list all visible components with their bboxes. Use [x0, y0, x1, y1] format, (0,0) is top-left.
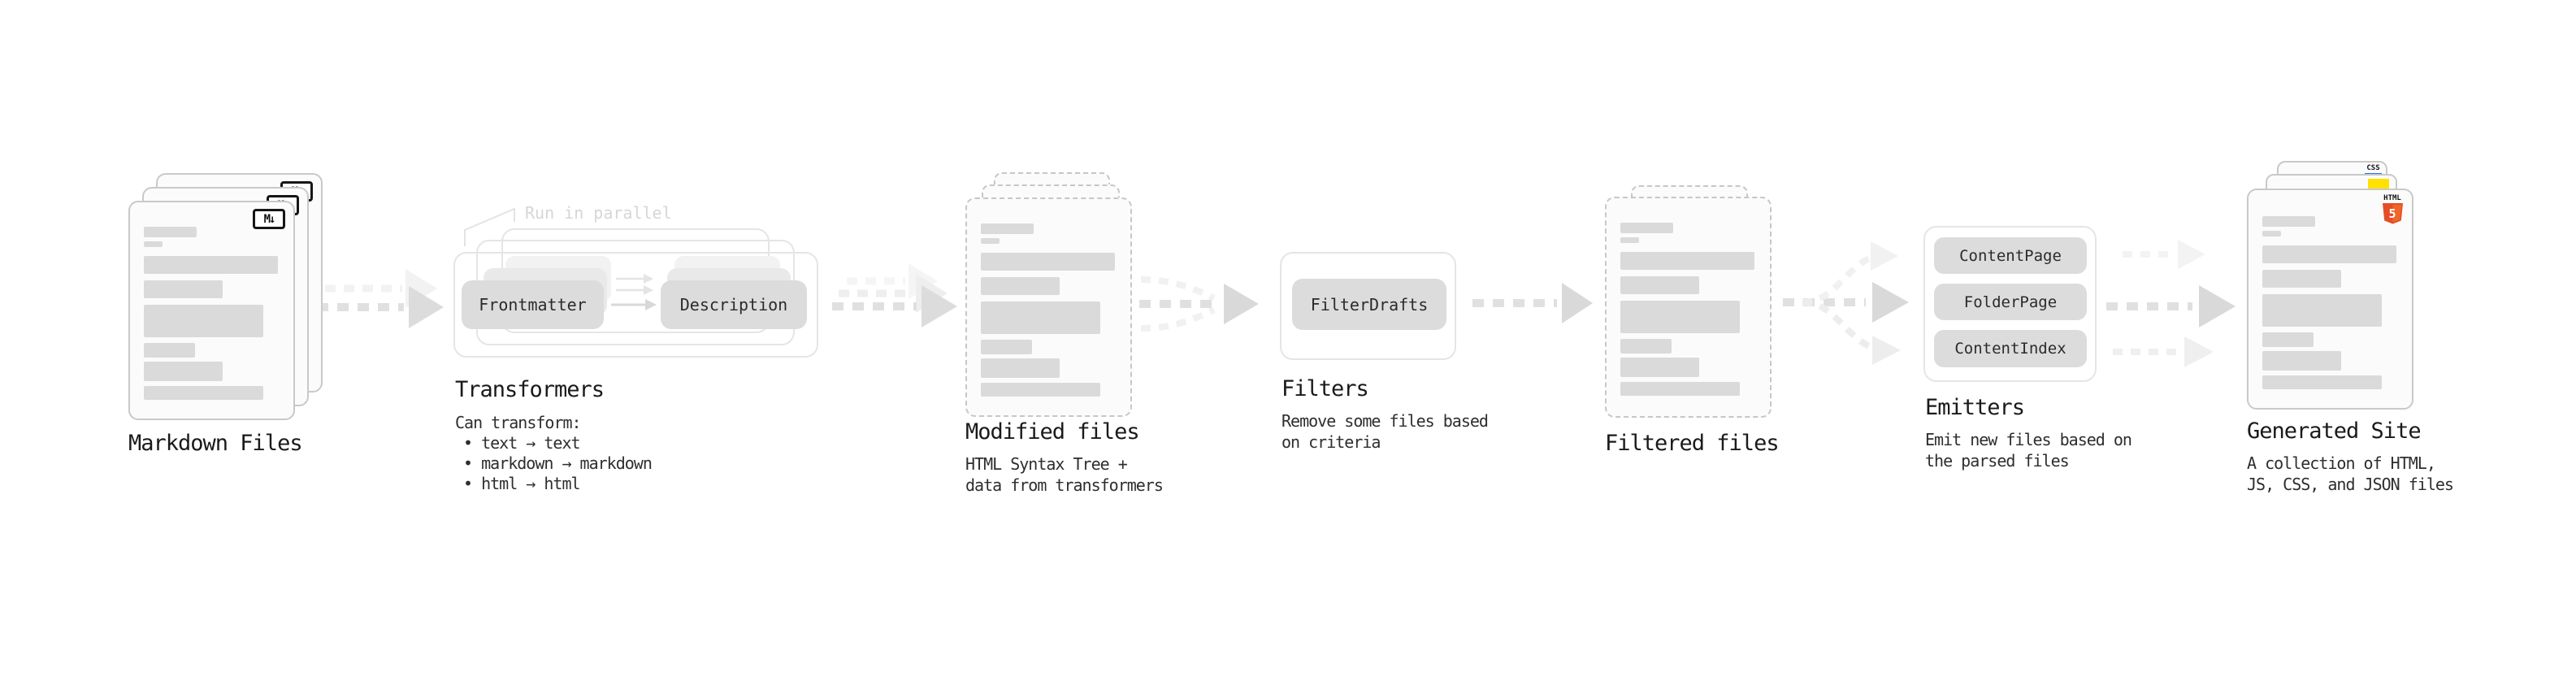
transformer-chip-description: Description: [661, 280, 807, 329]
filters-desc: Remove some files based: [1281, 411, 1489, 431]
stage-title-modified-files: Modified files: [965, 419, 1140, 445]
filters-box: [1280, 252, 1456, 360]
text-placeholder-bar: [1620, 276, 1699, 294]
text-placeholder-bar: [2262, 375, 2382, 389]
text-placeholder-bar: [144, 241, 163, 247]
modified-files-desc: HTML Syntax Tree +: [965, 454, 1128, 474]
text-placeholder-bar: [981, 223, 1034, 234]
html5-icon-number: 5: [2388, 206, 2396, 221]
generated-site-desc: JS, CSS, and JSON files: [2247, 475, 2454, 494]
markdown-icon: M↓: [253, 209, 285, 229]
arrow-modified-to-filters: [1139, 276, 1259, 332]
modified-file-card-front: [965, 197, 1132, 417]
arrow-markdown-to-transformers: [317, 269, 444, 328]
text-placeholder-bar: [981, 301, 1100, 334]
transformers-bullet: • text → text: [463, 433, 581, 453]
markdown-file-card-front: M↓: [128, 201, 295, 420]
stage-title-markdown-files: Markdown Files: [128, 431, 303, 456]
html5-icon: HTML 5: [2380, 194, 2405, 225]
text-placeholder-bar: [1620, 382, 1740, 396]
transformer-chip-frontmatter: Frontmatter: [462, 280, 604, 329]
emitters-box: [1923, 226, 2097, 382]
generated-file-card-html: HTML 5: [2247, 189, 2413, 410]
text-placeholder-bar: [2262, 245, 2396, 263]
text-placeholder-bar: [2262, 332, 2314, 347]
html5-icon-shield: 5: [2382, 203, 2404, 225]
emitter-chip-contentpage: ContentPage: [1934, 237, 2087, 274]
text-placeholder-bar: [1620, 252, 1754, 270]
filters-desc: on criteria: [1281, 432, 1381, 452]
text-placeholder-bar: [981, 358, 1060, 378]
text-placeholder-bar: [2262, 270, 2341, 288]
text-placeholder-bar: [981, 383, 1100, 397]
run-in-parallel-annotation: Run in parallel: [525, 203, 672, 223]
transformer-layer-front: [453, 252, 818, 358]
stage-title-emitters: Emitters: [1925, 395, 2025, 420]
text-placeholder-bar: [1620, 237, 1639, 243]
filtered-file-card-front: [1605, 197, 1772, 418]
transformers-bullet: • markdown → markdown: [463, 453, 653, 473]
transformers-bullet: • html → html: [463, 474, 581, 493]
filter-chip-filterdrafts: FilterDrafts: [1292, 279, 1446, 330]
generated-site-desc: A collection of HTML,: [2247, 453, 2436, 473]
text-placeholder-bar: [2262, 294, 2382, 327]
text-placeholder-bar: [2262, 351, 2341, 371]
arrow-emitters-to-generated: [2106, 240, 2236, 367]
css-icon-label: CSS: [2366, 164, 2380, 172]
stage-title-transformers: Transformers: [455, 377, 605, 402]
transformers-note: Can transform:: [455, 413, 582, 432]
arrow-filtered-to-emitters: [1783, 241, 1909, 365]
text-placeholder-bar: [981, 277, 1060, 295]
text-placeholder-bar: [981, 253, 1115, 271]
text-placeholder-bar: [2262, 231, 2281, 236]
text-placeholder-bar: [1620, 301, 1740, 333]
text-placeholder-bar: [144, 343, 195, 358]
text-placeholder-bar: [981, 238, 1000, 244]
stage-title-filters: Filters: [1281, 376, 1369, 401]
text-placeholder-bar: [144, 386, 263, 400]
text-placeholder-bar: [1620, 223, 1673, 233]
stage-title-filtered-files: Filtered files: [1605, 431, 1780, 456]
emitter-chip-contentindex: ContentIndex: [1934, 330, 2087, 367]
text-placeholder-bar: [144, 305, 263, 337]
js-file-icon: [2368, 179, 2389, 191]
text-placeholder-bar: [2262, 216, 2315, 227]
emitters-desc: the parsed files: [1925, 451, 2070, 471]
text-placeholder-bar: [1620, 358, 1699, 377]
text-placeholder-bar: [144, 256, 278, 274]
stage-title-generated-site: Generated Site: [2247, 419, 2422, 444]
text-placeholder-bar: [1620, 339, 1672, 354]
text-placeholder-bar: [144, 280, 223, 298]
text-placeholder-bar: [144, 362, 223, 381]
arrow-transformers-to-modified: [832, 263, 957, 327]
modified-files-desc: data from transformers: [965, 475, 1164, 495]
html5-icon-label: HTML: [2383, 194, 2401, 202]
text-placeholder-bar: [981, 340, 1032, 354]
text-placeholder-bar: [144, 227, 197, 237]
arrow-filters-to-filtered: [1472, 283, 1593, 323]
emitter-chip-folderpage: FolderPage: [1934, 284, 2087, 320]
emitters-desc: Emit new files based on: [1925, 430, 2132, 449]
